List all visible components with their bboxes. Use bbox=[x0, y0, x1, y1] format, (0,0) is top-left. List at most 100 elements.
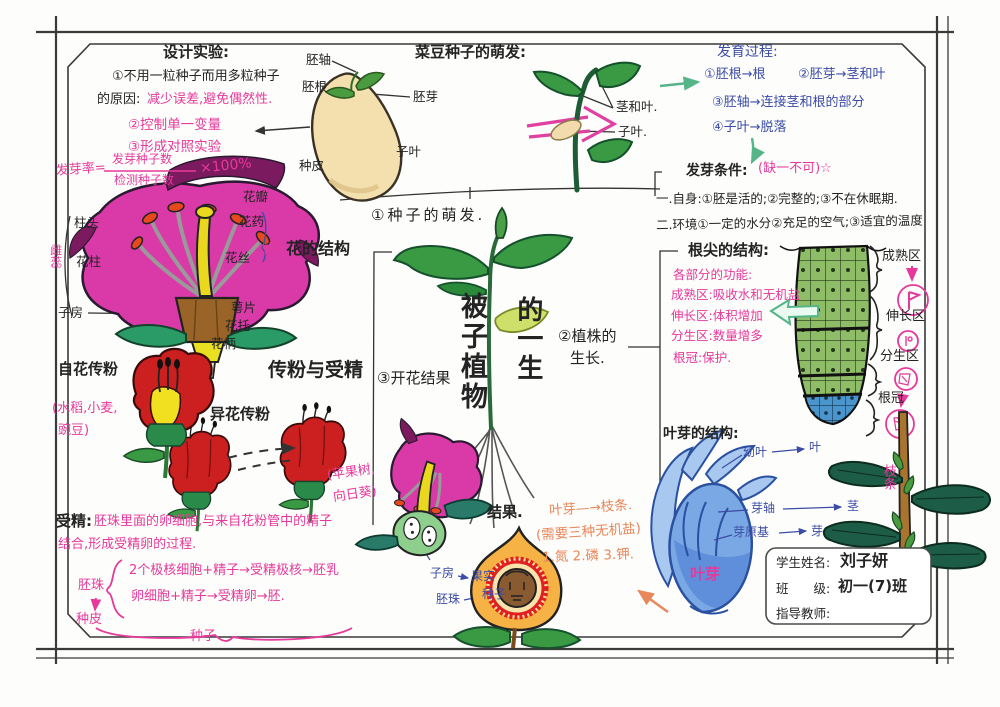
fertilization-eq2: 卵细胞+精子→受精卵→胚. bbox=[131, 589, 285, 604]
self-pollination-examples1: (水稻,小麦, bbox=[52, 401, 118, 416]
branch-drawing bbox=[822, 411, 991, 570]
fertilization-seed-coat: 种皮 bbox=[76, 612, 103, 627]
label-plumule: 胚芽 bbox=[413, 89, 439, 104]
label-young-leaf: 幼叶 bbox=[743, 445, 768, 459]
cross-pollination-title: 异花传粉 bbox=[210, 405, 271, 423]
root-zone3: 分生区 bbox=[880, 349, 920, 364]
label-hypocotyl: 胚轴 bbox=[306, 52, 332, 67]
label-ovary: 子房 bbox=[58, 305, 84, 320]
label-leaf-target: 叶 bbox=[809, 440, 822, 454]
center-step2b: 生长. bbox=[570, 349, 605, 367]
student-name-value: 刘子妍 bbox=[840, 551, 889, 570]
fruit-label-ovule: 胚珠 bbox=[436, 592, 461, 606]
label-primordium: 芽原基 bbox=[733, 525, 770, 539]
root-fn3: 分生区:数量增多 bbox=[671, 328, 763, 343]
fruiting-flower-drawing bbox=[354, 417, 494, 557]
center-step2a: ②植株的 bbox=[558, 327, 617, 345]
branch-name: 枝条 bbox=[880, 464, 896, 490]
experiment-line4: ③形成对照实验 bbox=[128, 139, 222, 155]
label-style: 花柱 bbox=[76, 254, 102, 269]
page-frame bbox=[36, 16, 954, 664]
pollen-path-dashes bbox=[227, 442, 296, 471]
fruiting-note3: 1.氮 2.磷 3.钾. bbox=[541, 546, 635, 566]
center-plant-drawing bbox=[392, 206, 574, 529]
self-pollination-flower bbox=[122, 347, 215, 479]
root-fn2: 伸长区:体积增加 bbox=[671, 308, 763, 323]
germination-rate-denominator: 检测种子数 bbox=[114, 173, 175, 187]
label-stem-target: 茎 bbox=[847, 499, 860, 513]
student-class-value: 初一(7)班 bbox=[838, 577, 908, 595]
label-anther: 花药 bbox=[239, 214, 265, 229]
teacher-label: 指导教师: bbox=[776, 606, 831, 621]
label-filament: 花丝 bbox=[225, 250, 251, 265]
student-class-label: 班 级: bbox=[776, 581, 831, 596]
label-radicle: 胚根 bbox=[302, 79, 328, 94]
student-info-box bbox=[765, 547, 932, 625]
label-petal: 花瓣 bbox=[243, 189, 269, 204]
center-step1: ①种子的萌发. bbox=[371, 206, 486, 224]
root-fn4: 根冠:保护. bbox=[673, 350, 732, 365]
label-receptacle: 花托 bbox=[225, 318, 251, 333]
root-tip-title: 根尖的结构: bbox=[688, 241, 769, 259]
development-item3: ③胚轴→连接茎和根的部分 bbox=[712, 95, 865, 110]
leaf-bud-name: 叶芽 bbox=[690, 565, 721, 583]
development-item2: ②胚芽→茎和叶 bbox=[798, 67, 886, 82]
fruiting-label: 结果. bbox=[487, 503, 523, 521]
misc-arrows bbox=[254, 76, 765, 613]
leaf-bud-drawing bbox=[650, 428, 778, 615]
fertilization-ovule: 胚珠 bbox=[78, 578, 105, 593]
experiment-line2-value: 减少误差,避免偶然性. bbox=[147, 92, 273, 107]
label-pedicel: 花柄 bbox=[211, 336, 237, 351]
label-stem-and-leaf: 茎和叶. bbox=[616, 99, 658, 114]
experiment-line2-label: 的原因: bbox=[97, 92, 141, 107]
experiment-title: 设计实验: bbox=[163, 43, 229, 61]
development-item4: ④子叶→脱落 bbox=[712, 120, 787, 135]
root-fn1: 成熟区:吸收水和无机盐 bbox=[671, 287, 801, 302]
seed-section-title: 菜豆种子的萌发: bbox=[415, 43, 526, 61]
fertilization-eq1: 2个极核细胞+精子→受精极核→胚乳 bbox=[129, 563, 339, 578]
self-pollination-examples2: 豌豆) bbox=[58, 423, 90, 438]
center-step3: ③开花结果 bbox=[377, 369, 451, 387]
fruit-label-fruit: 果实 bbox=[471, 569, 496, 583]
root-zone4: 根冠 bbox=[878, 391, 905, 406]
root-zone1: 成熟区 bbox=[882, 249, 922, 264]
fruit-label-ovary: 子房 bbox=[430, 566, 455, 580]
enlarge-arrow-icon bbox=[769, 298, 819, 327]
development-item1: ①胚根→根 bbox=[704, 67, 766, 82]
root-zone2: 伸长区 bbox=[886, 309, 926, 324]
root-tip-drawing bbox=[779, 244, 887, 437]
label-pistil-group: 雌蕊 bbox=[48, 244, 63, 268]
bean-seed-drawing bbox=[310, 71, 403, 202]
fertilization-seed: 种子 bbox=[190, 629, 217, 644]
main-title: 被子植物 bbox=[456, 292, 488, 412]
student-name-label: 学生姓名: bbox=[776, 555, 831, 570]
pollination-section-title: 传粉与受精 bbox=[268, 359, 364, 381]
pink-annotations bbox=[90, 170, 353, 642]
label-seedling-cotyledon: 子叶. bbox=[618, 124, 647, 139]
fertilization-def1: 胚珠里面的卵细胞,与来自花粉管中的精子 bbox=[94, 514, 333, 529]
experiment-line3: ②控制单一变量 bbox=[128, 117, 222, 133]
seedling-drawing bbox=[532, 61, 642, 193]
leaf-bud-title: 叶芽的结构: bbox=[663, 426, 739, 442]
fertilization-label: 受精: bbox=[56, 512, 92, 530]
experiment-line1: ①不用一粒种子而用多粒种子 bbox=[112, 69, 280, 84]
label-bud-target: 芽 bbox=[811, 524, 824, 538]
label-bud-axis: 芽轴 bbox=[751, 501, 776, 515]
label-sepal: 萼片 bbox=[231, 300, 257, 315]
germination-conditions-note: (缺一不可)☆ bbox=[758, 161, 832, 176]
flower-structure-drawing bbox=[69, 155, 320, 379]
root-fn-title: 各部分的功能: bbox=[673, 267, 753, 282]
germination-rate-numerator: 发芽种子数 bbox=[112, 152, 173, 166]
development-title: 发育过程: bbox=[717, 44, 778, 60]
germination-conditions-title: 发芽条件: bbox=[686, 163, 748, 179]
main-title-sub: 的一生 bbox=[512, 296, 543, 383]
label-seed-coat: 种皮 bbox=[299, 158, 325, 173]
label-stigma: 柱头 bbox=[74, 215, 100, 230]
germination-conditions-line1: 一.自身:①胚是活的;②完整的;③不在休眠期. bbox=[656, 191, 898, 206]
fertilization-def2: 结合,形成受精卵的过程. bbox=[58, 537, 197, 552]
self-pollination-title: 自花传粉 bbox=[58, 360, 119, 378]
fruit-label-seed: 种子 bbox=[482, 587, 507, 601]
fruit-drawing bbox=[452, 525, 582, 650]
